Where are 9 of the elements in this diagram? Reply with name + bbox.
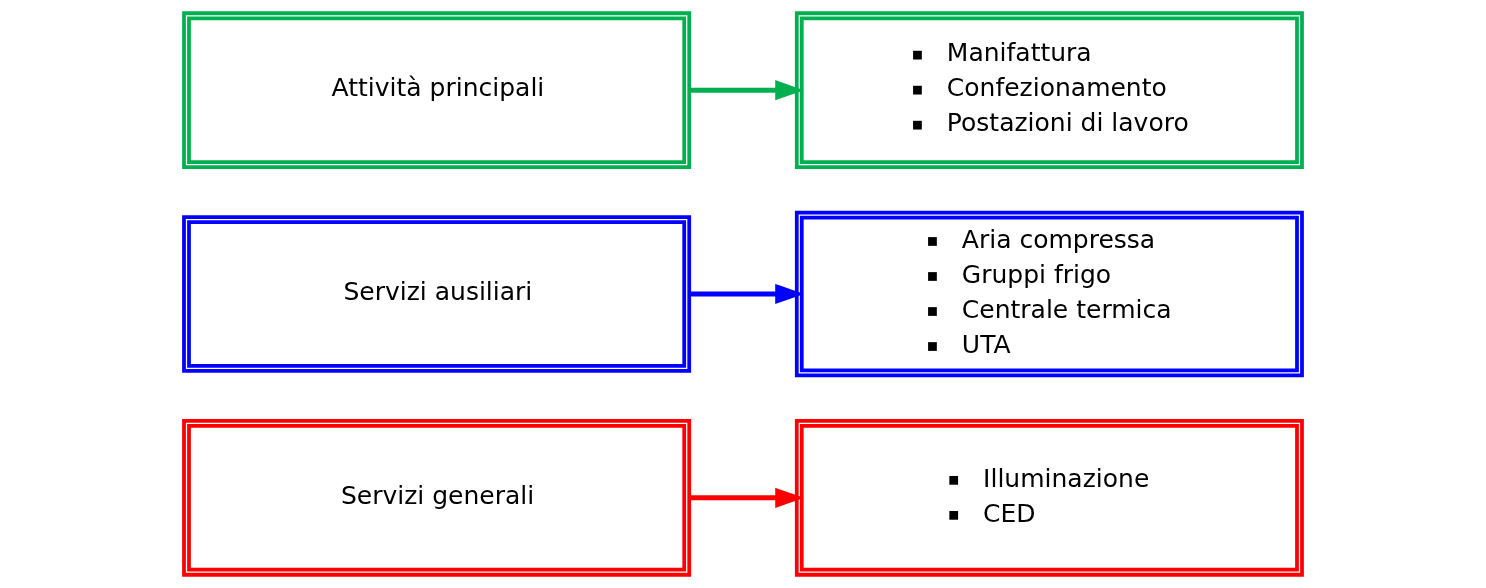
arrow [689, 283, 805, 305]
arrow [689, 80, 805, 101]
node-box: Illuminazione CED [794, 419, 1304, 577]
node-box: Aria compressa Gruppi frigo Centrale termica UTA [794, 210, 1304, 378]
node-box: Attività principali [182, 11, 692, 169]
arrow [689, 487, 805, 508]
node-box: Servizi generali [182, 419, 692, 577]
node-box: Manifattura Confezionamento Postazioni di lavoro [794, 11, 1304, 169]
node-box: Servizi ausiliari [182, 215, 692, 373]
